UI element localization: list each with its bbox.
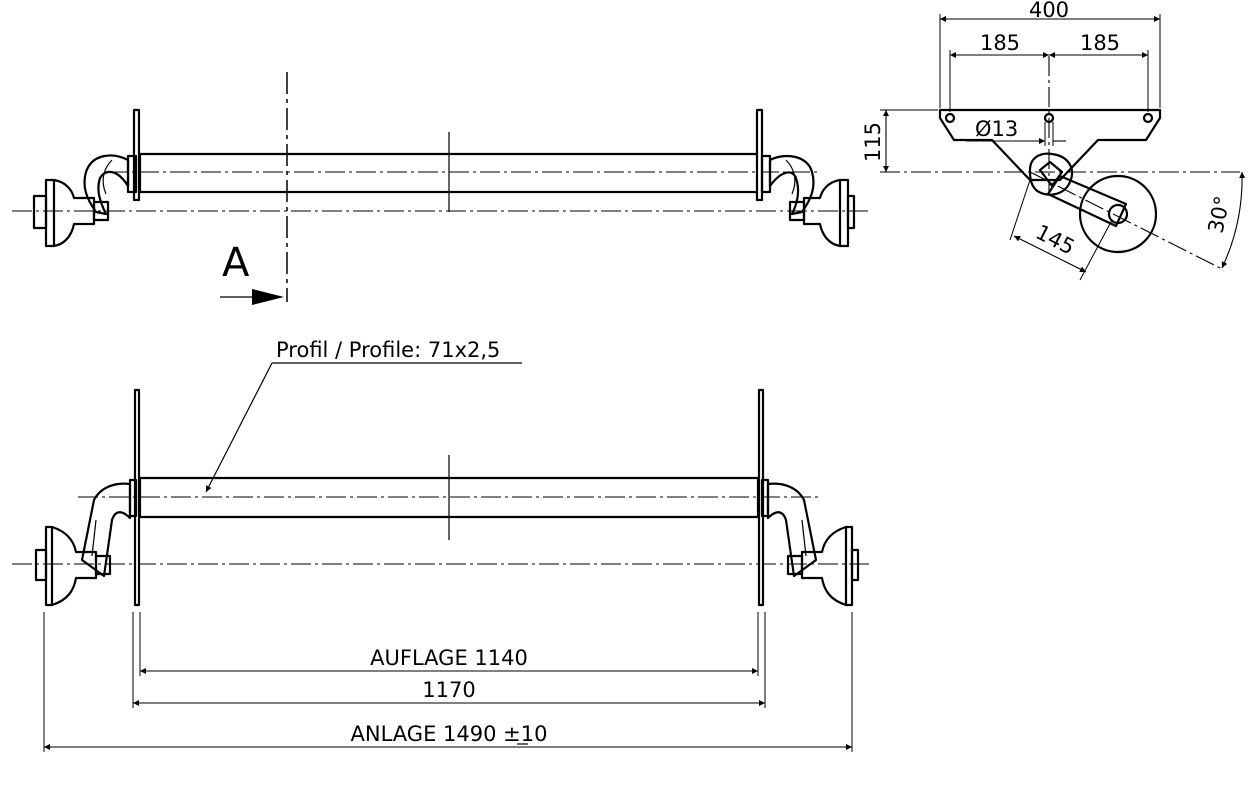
mounting-plate [938, 108, 1162, 182]
dim-anlage-label: ANLAGE 1490 ±10 [351, 722, 548, 746]
dim-auflage-label: AUFLAGE 1140 [370, 646, 528, 670]
top-left-torsion-arm [83, 154, 138, 216]
swing-arm [1046, 174, 1128, 228]
stub-axle [1107, 203, 1129, 225]
dim-flange-distance-label: 1170 [422, 678, 475, 702]
top-left-wheel-hub [32, 178, 110, 248]
profile-leader-line [205, 362, 273, 493]
front-right-torsion-arm [760, 478, 818, 578]
dim-hole-offset-left-label: 185 [980, 31, 1020, 55]
dim-plate-width-label: 400 [1029, 0, 1069, 22]
dim-hole-offset-right-label: 185 [1080, 31, 1120, 55]
ext-line-arm-start [1009, 179, 1031, 241]
side-centerline-angled [1029, 171, 1225, 271]
front-left-wheel-hub [34, 525, 112, 607]
front-view: Profil / Profile: 71x2,5 [12, 338, 872, 752]
dim-hole-diameter-label: Ø13 [975, 117, 1018, 141]
section-marker-label: A [222, 240, 250, 286]
mounting-hole-left [944, 112, 956, 124]
torsion-profile-inner [1038, 160, 1064, 188]
top-view: A [12, 72, 868, 305]
section-arrow-head [252, 289, 284, 305]
dim-arm-angle-label: 30° [1204, 194, 1235, 235]
top-right-wheel-hub [788, 178, 856, 248]
wheel-disc [1078, 174, 1158, 254]
side-section-view: 400 185 185 115 Ø13 145 30° [861, 0, 1246, 281]
front-left-torsion-arm [80, 478, 138, 578]
profile-label: Profil / Profile: 71x2,5 [276, 338, 500, 362]
top-right-torsion-arm [760, 154, 815, 216]
dim-arc-arm-angle [1221, 171, 1246, 269]
dim-arm-length-label: 145 [1032, 220, 1079, 260]
mounting-hole-right [1142, 112, 1154, 124]
torsion-profile [1028, 152, 1074, 196]
front-right-wheel-hub [786, 525, 860, 607]
dim-line-arm-length [1013, 235, 1087, 273]
dim-height-label: 115 [861, 122, 885, 162]
